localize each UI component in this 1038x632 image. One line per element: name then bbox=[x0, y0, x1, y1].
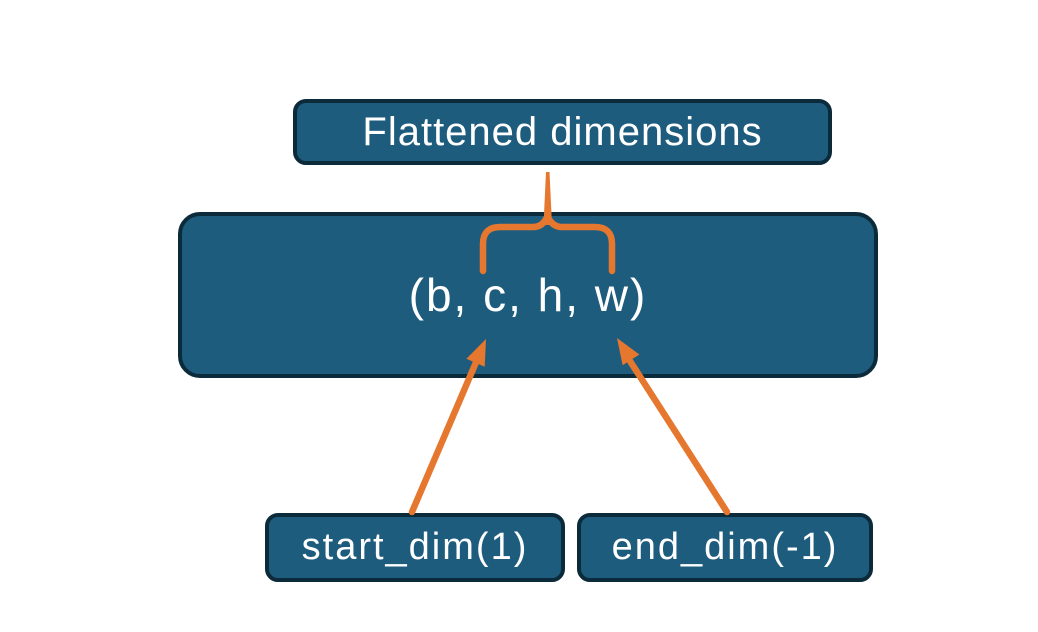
flattened-dimensions-box: Flattened dimensions bbox=[293, 99, 832, 165]
start-dim-label: start_dim(1) bbox=[301, 526, 529, 568]
start-dim-box: start_dim(1) bbox=[265, 513, 565, 582]
tensor-shape-box: (b, c, h, w) bbox=[178, 212, 878, 378]
tensor-shape-label: (b, c, h, w) bbox=[408, 269, 648, 321]
end-dim-label: end_dim(-1) bbox=[611, 526, 839, 568]
end-dim-box: end_dim(-1) bbox=[577, 513, 873, 582]
end-dim-arrow-line bbox=[626, 357, 731, 516]
start-dim-arrow-line bbox=[408, 356, 481, 516]
flattened-dimensions-label: Flattened dimensions bbox=[362, 109, 763, 154]
